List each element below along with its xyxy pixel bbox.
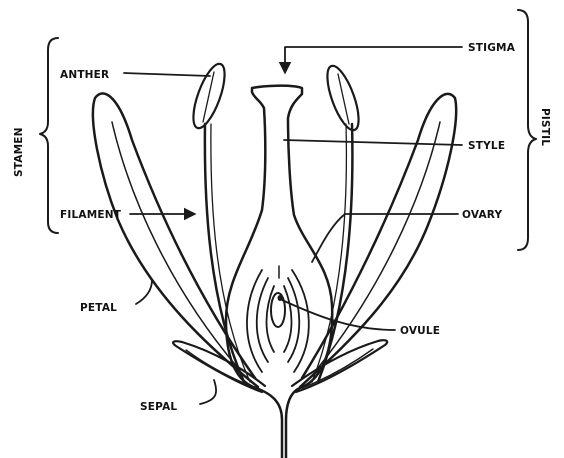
sepal-label: SEPAL	[140, 401, 177, 413]
petal-leader	[136, 280, 152, 304]
pistil-bracket	[518, 10, 536, 250]
ovary-chamber-right-3	[284, 286, 292, 352]
ovary-chamber-left-1	[247, 270, 262, 372]
ovary-label: OVARY	[462, 209, 502, 221]
stigma-label: STIGMA	[468, 42, 516, 54]
ovary-chamber-right-2	[288, 278, 299, 362]
stigma-leader	[285, 47, 462, 72]
stamen-label: STAMEN	[13, 127, 25, 177]
left-petal	[93, 93, 258, 387]
style-label: STYLE	[468, 140, 505, 152]
stamen-bracket	[40, 38, 58, 233]
ovule-label: OVULE	[400, 325, 440, 337]
anther-label: ANTHER	[60, 69, 109, 81]
petal-label: PETAL	[80, 302, 117, 314]
filament-label: FILAMENT	[60, 209, 122, 221]
sepal-leader	[200, 380, 216, 404]
right-sepal-inner	[302, 349, 373, 388]
ovary-chamber-right-1	[292, 270, 309, 372]
anther-leader	[124, 73, 210, 76]
pistil-label: PISTIL	[539, 108, 551, 146]
